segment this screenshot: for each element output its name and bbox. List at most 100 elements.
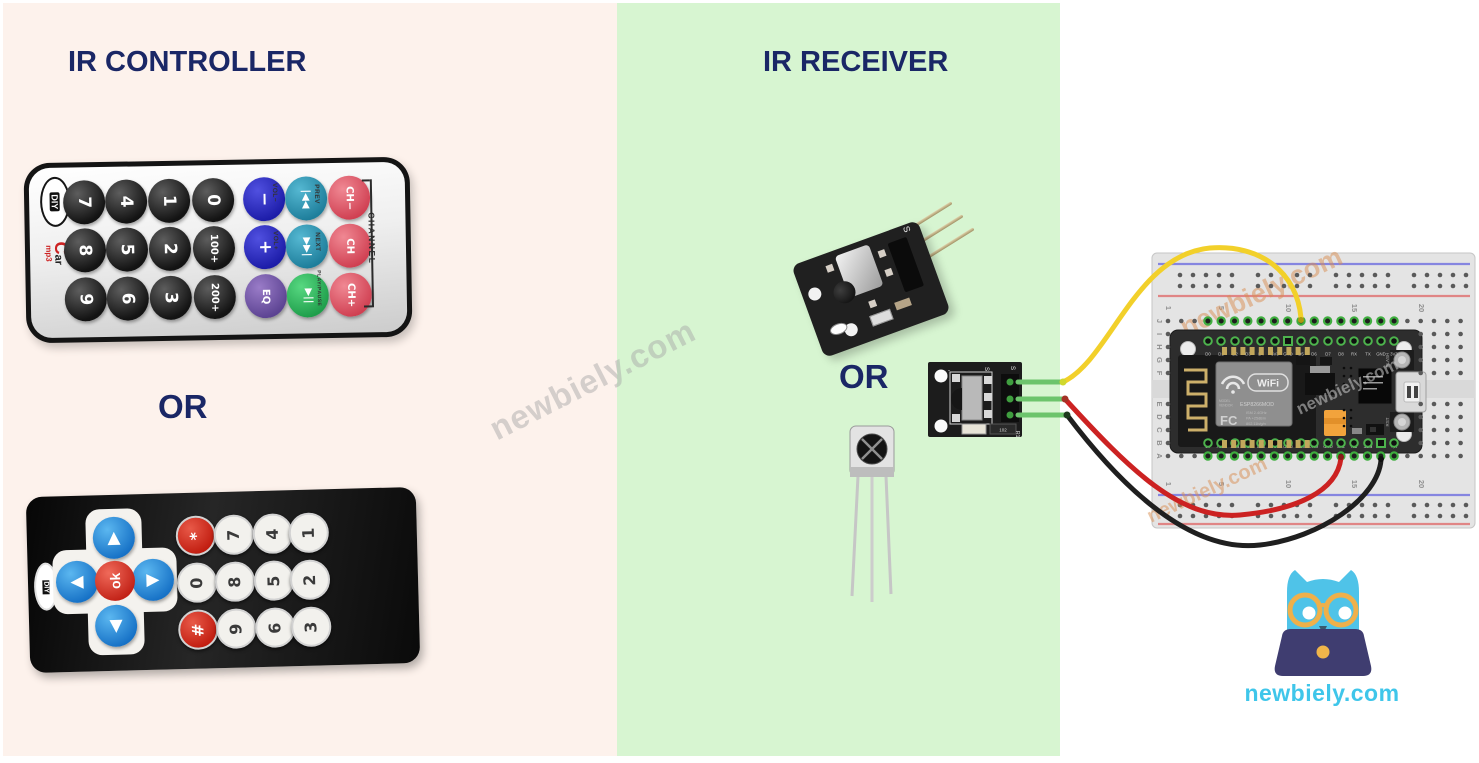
remote-button-label: ▶▶| <box>301 236 313 257</box>
vol-minus-label: VOL− <box>270 182 279 203</box>
signal-pin-label: S <box>900 224 913 234</box>
keypad-button-label: 1 <box>299 526 319 539</box>
keypad-button-label: 5 <box>264 574 284 587</box>
wiring-diagram: J I H G F E D C B A 1 5 10 15 20 1 5 10 … <box>928 241 1476 706</box>
receiver-leg <box>850 475 860 597</box>
ir-receiver-module-top: - S 102 R1 S <box>928 362 1022 438</box>
prev-label: PREV <box>312 184 321 205</box>
row-letter: G <box>1155 357 1164 363</box>
remote-button-label: CH <box>344 237 356 254</box>
remote-button-label: 0 <box>203 193 224 207</box>
remote-button-label: 9 <box>75 293 96 306</box>
up-arrow-icon: ▲ <box>107 527 121 549</box>
newbiely-logo: newbiely.com <box>1244 570 1399 706</box>
ir-remote-black: DIY ▲ ◀ ▶ ▼ ok * 7 4 1 <box>25 486 421 674</box>
resistor <box>961 423 987 435</box>
keypad-button-label: 3 <box>301 620 321 633</box>
row-letter: E <box>1155 401 1164 406</box>
wifi-icon <box>1220 375 1246 385</box>
remote-button-label: 100+ <box>208 233 220 263</box>
next-label: NEXT <box>313 232 322 252</box>
col-number: 5 <box>1217 306 1226 310</box>
wire-end <box>1338 454 1344 460</box>
row-letter: I <box>1155 333 1164 335</box>
voltage-regulator <box>1305 373 1335 395</box>
resistor <box>989 423 1017 435</box>
bare-ir-receiver <box>849 425 895 602</box>
col-number: 20 <box>1417 304 1426 312</box>
svg-text:GND: GND <box>1376 352 1386 357</box>
mounting-hole <box>934 419 948 433</box>
rst-label: RST <box>1385 417 1390 426</box>
keypad-button-label: 0 <box>187 576 207 589</box>
remote-button-label: 7 <box>74 196 95 209</box>
receiver-leg <box>884 475 893 595</box>
remote-button-label: 1 <box>159 194 180 207</box>
remote-button-label: 6 <box>117 292 138 305</box>
col-number: 15 <box>1350 304 1359 312</box>
wifi-label: WiFi <box>1257 378 1279 390</box>
row-letter: A <box>1155 453 1164 459</box>
receiver-or-label: OR <box>839 358 889 395</box>
remote-button-label: |◀◀ <box>300 188 312 209</box>
resistor <box>894 297 912 311</box>
svg-text:3V3: 3V3 <box>1390 352 1398 357</box>
controller-title: IR CONTROLLER <box>68 46 307 78</box>
play-pause-label: PLAY/PAUSE <box>315 270 322 307</box>
svg-text:3V3: 3V3 <box>1271 352 1279 357</box>
pin-header <box>887 236 925 293</box>
remote-button-label: EQ <box>260 288 272 304</box>
col-number: 1 <box>1164 306 1173 310</box>
remote-button-label: 5 <box>116 243 138 256</box>
site-name: newbiely.com <box>1244 680 1399 706</box>
header-pad <box>1006 378 1014 386</box>
down-arrow-icon: ▼ <box>109 615 123 636</box>
remote-button-label: ▶|| <box>302 287 314 304</box>
red-power-wire <box>1062 396 1344 518</box>
owl-eye <box>1338 606 1352 620</box>
owl-eye <box>1302 606 1316 620</box>
remote-button-label: 200+ <box>209 282 221 312</box>
keypad-button-label: # <box>188 622 208 637</box>
mounting-hole <box>934 369 948 383</box>
vendor-label: VENDOR <box>1219 404 1233 408</box>
keypad-button-label: * <box>186 531 206 541</box>
model-label: MODEL <box>1219 399 1231 403</box>
row-letter: C <box>1155 427 1164 433</box>
keypad-button-label: 6 <box>265 621 285 634</box>
header-pad <box>1006 395 1014 403</box>
keypad-button-label: 4 <box>263 527 283 540</box>
flash-label: FLASH <box>1385 353 1390 368</box>
ir-sensor <box>961 375 983 421</box>
col-number: 10 <box>1284 304 1293 312</box>
svg-text:D6: D6 <box>1311 352 1317 357</box>
row-letter: B <box>1155 440 1164 446</box>
remote-button-label: CH+ <box>345 282 357 307</box>
col-number: 20 <box>1417 480 1426 488</box>
signal-label: S <box>983 367 989 371</box>
resistor <box>869 308 894 327</box>
col-number: 10 <box>1284 480 1293 488</box>
pcb-antenna <box>1184 368 1208 432</box>
right-arrow-icon: ▶ <box>146 569 160 591</box>
screw-hole <box>1180 341 1196 357</box>
wire-joint <box>1059 378 1067 386</box>
row-letter: D <box>1155 414 1164 420</box>
svg-text:PA +25dBm: PA +25dBm <box>1246 417 1266 421</box>
r1-label: R1 <box>1014 431 1020 438</box>
receiver-title: IR RECEIVER <box>763 46 949 78</box>
jumper-wires <box>1015 245 1384 549</box>
svg-text:D0: D0 <box>1205 352 1211 357</box>
vol-plus-label: VOL+ <box>271 230 280 251</box>
wire-end <box>1378 456 1384 462</box>
row-letter: H <box>1155 344 1164 349</box>
col-number: 15 <box>1350 480 1359 488</box>
svg-text:D1: D1 <box>1218 352 1224 357</box>
nodemcu-esp8266: WiFi MODEL VENDOR ESP8266MOD FC ISM 2.4G… <box>1169 329 1427 454</box>
fcc-logo: FC <box>1220 413 1238 428</box>
svg-text:D5: D5 <box>1298 352 1304 357</box>
channel-label: CHANNEL <box>366 212 378 265</box>
mounting-hole <box>806 285 824 303</box>
